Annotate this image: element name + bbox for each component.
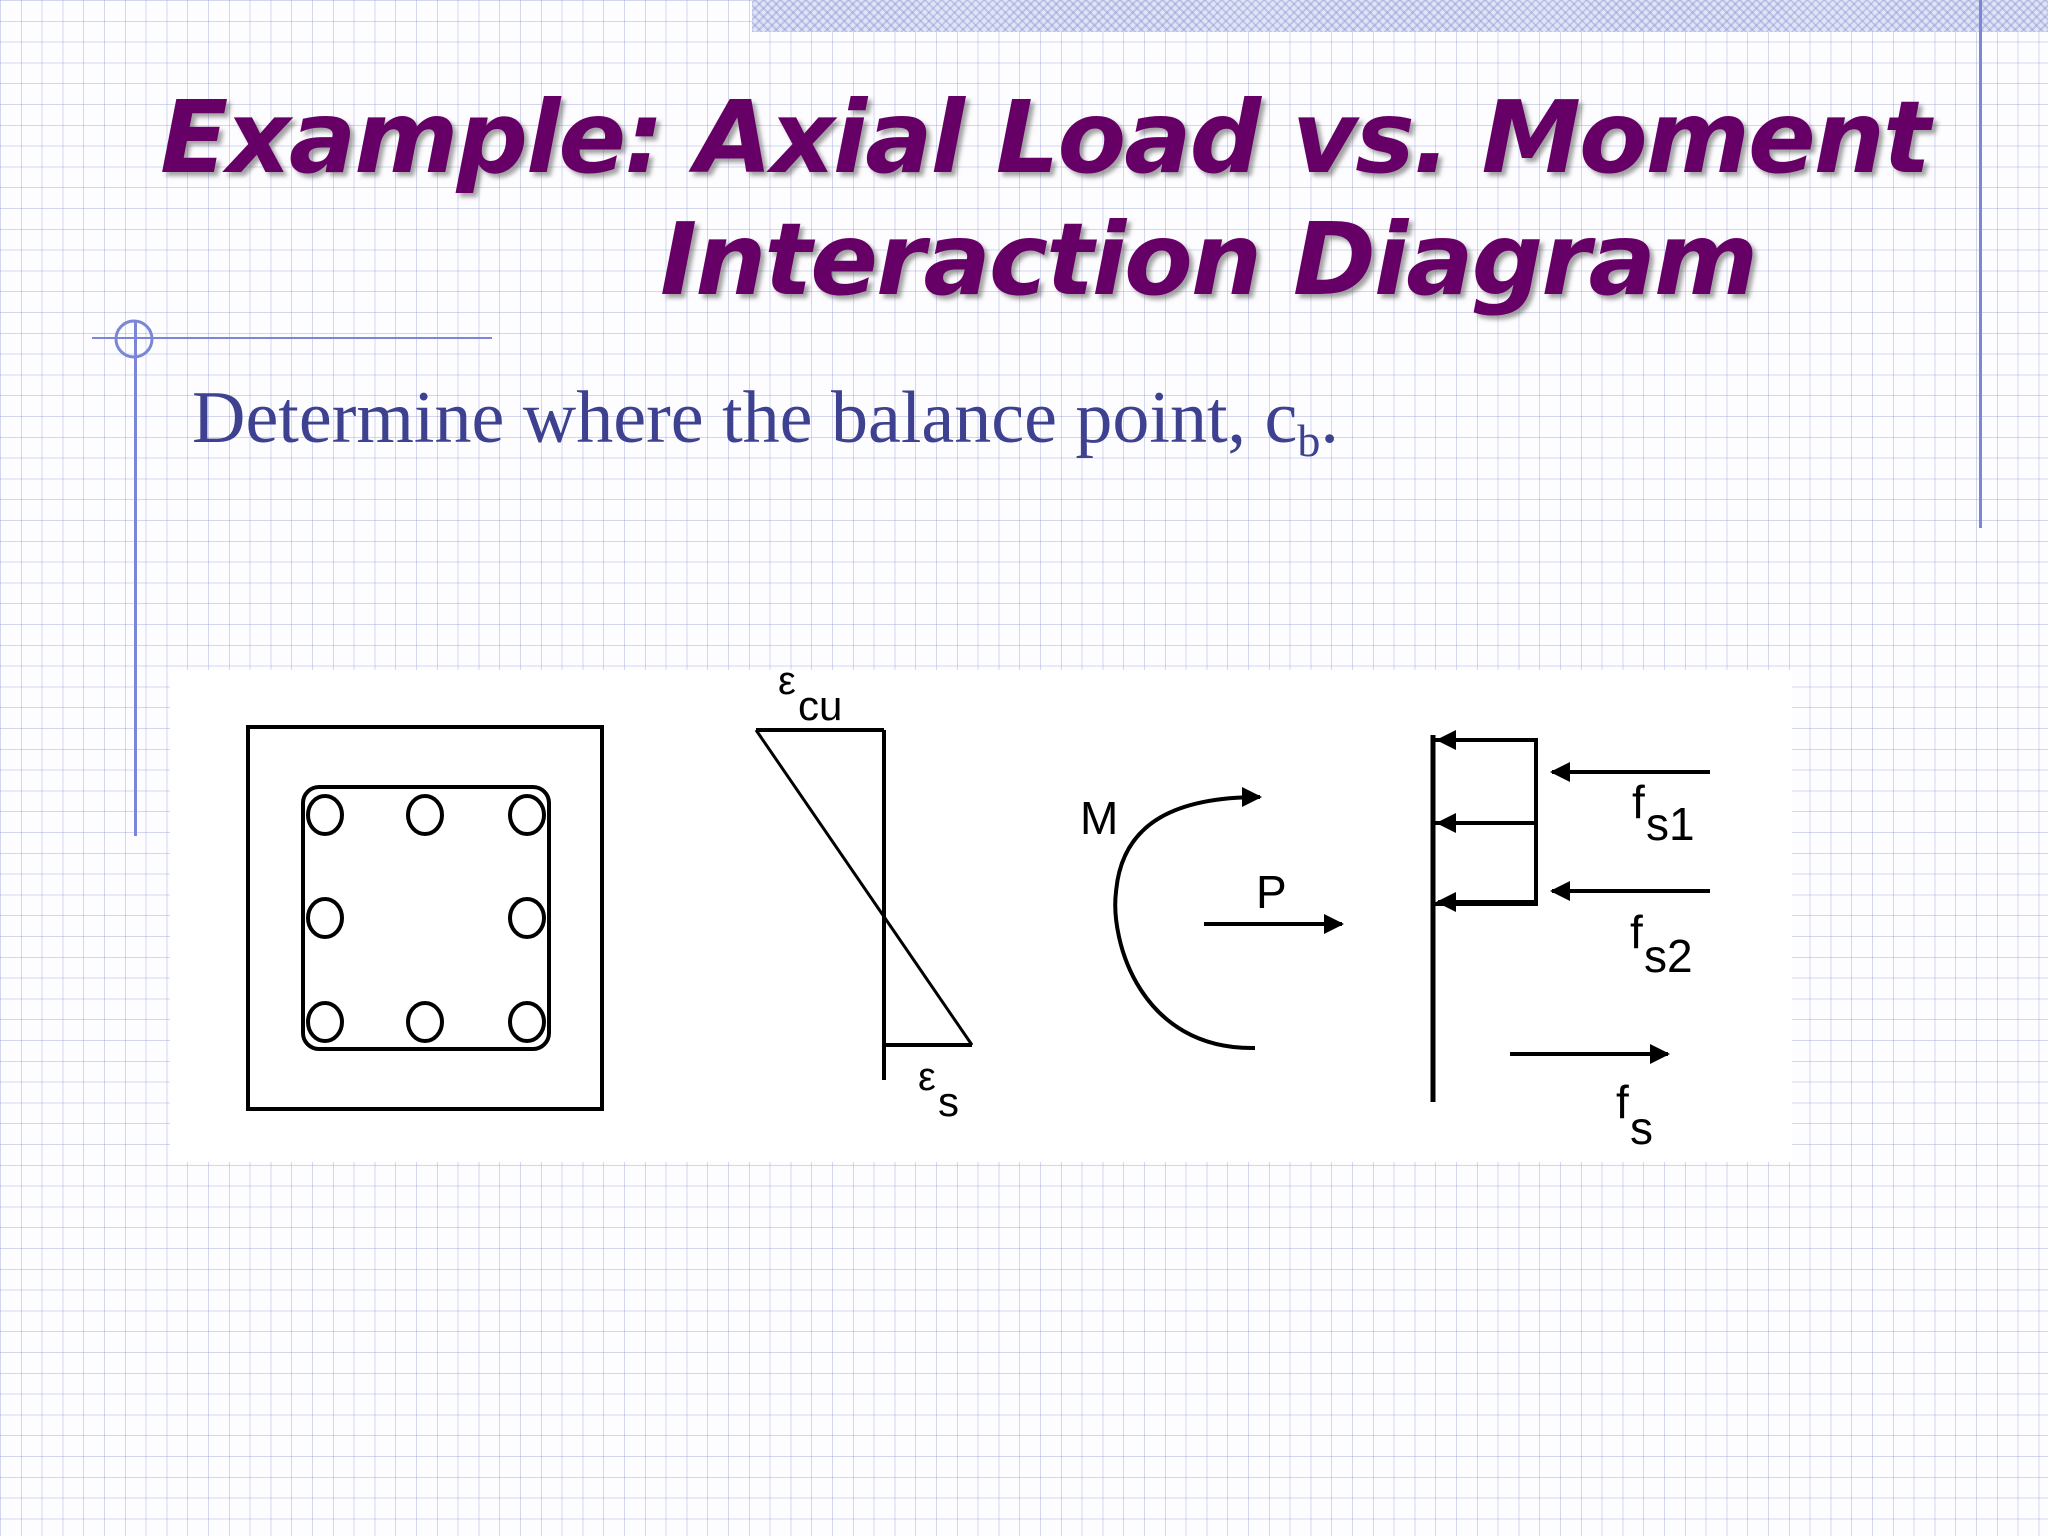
strain-cu-symbol: ε xyxy=(778,670,796,703)
strain-diagonal xyxy=(754,729,974,1046)
strain-cu-subscript: cu xyxy=(798,682,842,729)
rebar-bar xyxy=(306,897,344,939)
column-cross-section xyxy=(246,725,604,1111)
rebar-bar xyxy=(306,1001,344,1043)
strain-s-symbol: ε xyxy=(918,1055,936,1099)
bullet-text-subscript: b xyxy=(1297,415,1321,466)
rebar-bar xyxy=(306,794,344,836)
section-outline xyxy=(246,725,604,1111)
tie-outline xyxy=(301,785,551,1051)
force-fs-letter: f xyxy=(1616,1076,1629,1128)
figure-panel: ε cu ε s M P xyxy=(170,670,1792,1162)
right-vertical-rule xyxy=(1979,0,1982,528)
moment-label: M xyxy=(1080,792,1118,844)
rebar-bar xyxy=(406,1001,444,1043)
corner-ornament-icon xyxy=(114,319,154,359)
rebar-bar xyxy=(508,897,546,939)
bullet-text-main: Determine where the balance point, c xyxy=(192,377,1298,459)
force-fs1-letter: f xyxy=(1632,776,1645,828)
rebar-bar xyxy=(406,794,444,836)
left-vertical-rule xyxy=(134,320,137,836)
slide-title-line-1: Example: Axial Load vs. Moment xyxy=(160,79,1931,196)
force-fs2-subscript: s2 xyxy=(1644,930,1693,982)
force-diagram: f s1 f s2 f s xyxy=(1430,730,1710,1154)
bullet-text: Determine where the balance point, cb. xyxy=(192,377,1339,467)
title-underline-rule xyxy=(92,337,492,339)
applied-loads: M P xyxy=(1080,787,1344,1051)
strain-s-subscript: s xyxy=(938,1078,959,1125)
force-fs1-subscript: s1 xyxy=(1646,798,1695,850)
strain-diagram: ε cu ε s xyxy=(754,670,974,1125)
top-decorative-band xyxy=(752,0,2048,32)
slide-title-line-2: Interaction Diagram xyxy=(660,201,1758,318)
axial-load-label: P xyxy=(1256,866,1287,918)
column-section-diagram: ε cu ε s M P xyxy=(246,670,1710,1154)
rebar-bar xyxy=(508,794,546,836)
force-fs-subscript: s xyxy=(1630,1102,1653,1154)
bullet-text-suffix: . xyxy=(1320,377,1339,459)
force-fs2-letter: f xyxy=(1630,906,1643,958)
rebar-bar xyxy=(508,1001,546,1043)
moment-arc xyxy=(1113,787,1262,1051)
